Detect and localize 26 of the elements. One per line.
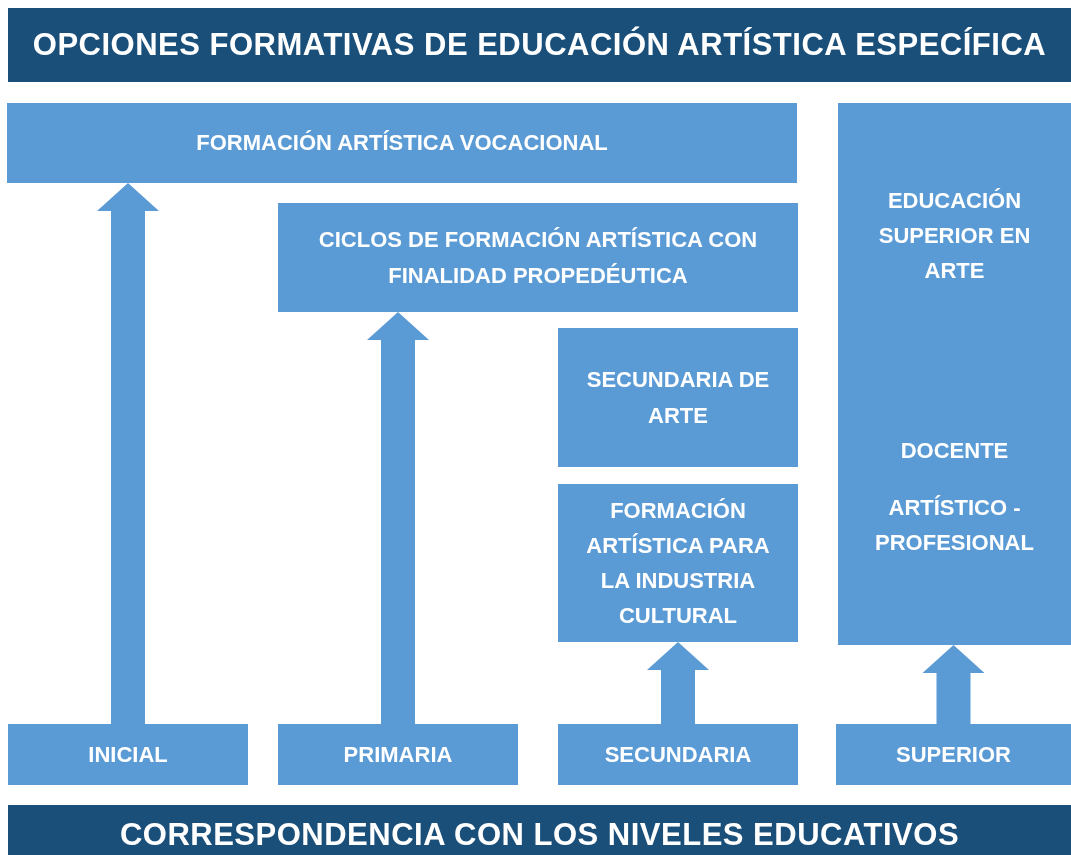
block-arrow: [97, 183, 159, 724]
box-title: FORMACIÓN ARTÍSTICA VOCACIONAL: [196, 129, 608, 158]
category-box: [838, 103, 1071, 645]
category-box: [278, 203, 798, 312]
box-title: INICIAL: [88, 740, 168, 769]
level-box: [558, 724, 798, 785]
level-box: [8, 724, 248, 785]
box-text: DOCENTE: [899, 437, 1010, 465]
box-title: EDUCACIÓN SUPERIOR EN ARTE: [877, 187, 1032, 286]
box-title: SECUNDARIA DE ARTE: [585, 366, 771, 430]
block-arrow: [922, 645, 985, 724]
category-box: [558, 328, 798, 467]
box-text: ARTÍSTICO - PROFESIONAL: [874, 494, 1035, 558]
block-arrow: [647, 642, 709, 724]
box-title: PRIMARIA: [343, 740, 453, 769]
box-title: SECUNDARIA: [604, 740, 752, 769]
box-title: SUPERIOR: [896, 740, 1011, 769]
box-title: FORMACIÓN ARTÍSTICA PARA LA INDUSTRIA CULTURAL: [585, 496, 771, 631]
category-box: [558, 484, 798, 642]
block-arrow: [367, 312, 429, 724]
level-box: [278, 724, 518, 785]
title-banner: OPCIONES FORMATIVAS DE EDUCACIÓN ARTÍSTICA ESPECÍFICA: [8, 8, 1071, 82]
caption-banner: CORRESPONDENCIA CON LOS NIVELES EDUCATIVOS: [8, 805, 1071, 855]
box-title: CICLOS DE FORMACIÓN ARTÍSTICA CON FINALIDAD PROPEDÉUTICA: [317, 226, 759, 290]
level-box: [836, 724, 1071, 785]
category-box: [7, 103, 797, 183]
